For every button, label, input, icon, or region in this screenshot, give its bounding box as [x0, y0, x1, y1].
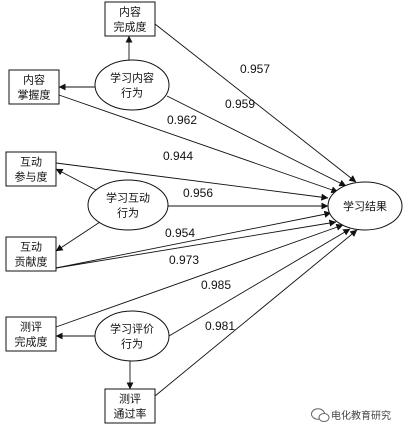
node-label: 互动 [20, 156, 42, 169]
node-ellipse [94, 310, 170, 362]
edge-interaction-participation-to-learning-outcome [55, 162, 329, 201]
node-label: 学习结果 [343, 199, 387, 213]
construct-ellipse-learning-outcome: 学习结果 [327, 181, 403, 231]
node-ellipse [327, 181, 403, 231]
edge-content-completion-to-learning-outcome [154, 23, 357, 183]
path-coefficient: 0.954 [165, 226, 195, 240]
node-box [5, 316, 57, 352]
path-coefficient: 0.956 [183, 186, 213, 200]
path-coefficient: 0.957 [240, 62, 270, 76]
node-label: 行为 [121, 338, 143, 351]
node-label: 行为 [121, 87, 143, 100]
path-coefficient: 0.962 [167, 113, 197, 127]
edge-interaction-contribution-to-learning-outcome [55, 219, 337, 269]
node-box [104, 388, 156, 424]
path-coefficient: 0.981 [205, 319, 235, 333]
edge-interaction-behavior-to-interaction-participation [55, 168, 97, 191]
node-label: 通过率 [114, 407, 147, 421]
node-box [5, 236, 57, 272]
watermark-text: 电化教育研究 [331, 409, 391, 422]
node-label: 完成度 [15, 335, 48, 349]
edge-layer [55, 23, 358, 397]
edge-test-pass-rate-to-learning-outcome [154, 229, 358, 397]
node-box [5, 151, 57, 187]
edge-content-behavior-to-learning-outcome [166, 95, 347, 187]
node-label: 掌握度 [18, 88, 51, 102]
node-label: 内容 [23, 73, 45, 87]
node-label: 测评 [119, 393, 141, 406]
coefficient-layer: 0.957 0.959 0.962 0.944 0.956 0.954 0.9730.985… [163, 62, 270, 333]
path-coefficient: 0.973 [169, 253, 199, 267]
node-label: 贡献度 [15, 255, 48, 269]
path-coefficient: 0.959 [225, 97, 255, 111]
node-label: 行为 [117, 207, 139, 220]
node-label: 完成度 [114, 20, 147, 34]
node-layer: 内容完成度内容掌握度互动参与度互动贡献度测评完成度测评通过率学习内容行为学习互动… [5, 1, 403, 424]
edge-interaction-contribution-to-learning-outcome [55, 210, 332, 269]
path-coefficient: 0.944 [163, 149, 193, 163]
node-label: 学习互动 [106, 191, 150, 205]
edge-evaluation-behavior-to-learning-outcome [168, 228, 351, 337]
node-label: 学习内容 [110, 71, 154, 85]
watermark: 电化教育研究 [311, 408, 391, 422]
node-ellipse [87, 179, 169, 231]
node-ellipse [94, 59, 170, 111]
node-label: 测评 [20, 321, 42, 334]
path-coefficient: 0.985 [201, 278, 231, 292]
node-label: 学习评价 [110, 322, 154, 336]
node-box [8, 69, 60, 105]
edge-interaction-behavior-to-interaction-contribution [55, 221, 101, 252]
node-label: 互动 [20, 241, 42, 254]
edge-test-completion-to-learning-outcome [55, 223, 344, 328]
edge-content-mastery-to-learning-outcome [58, 94, 339, 194]
wechat-icon [311, 408, 330, 422]
node-label: 参与度 [15, 170, 48, 184]
node-box [104, 1, 156, 37]
node-label: 内容 [119, 5, 141, 19]
